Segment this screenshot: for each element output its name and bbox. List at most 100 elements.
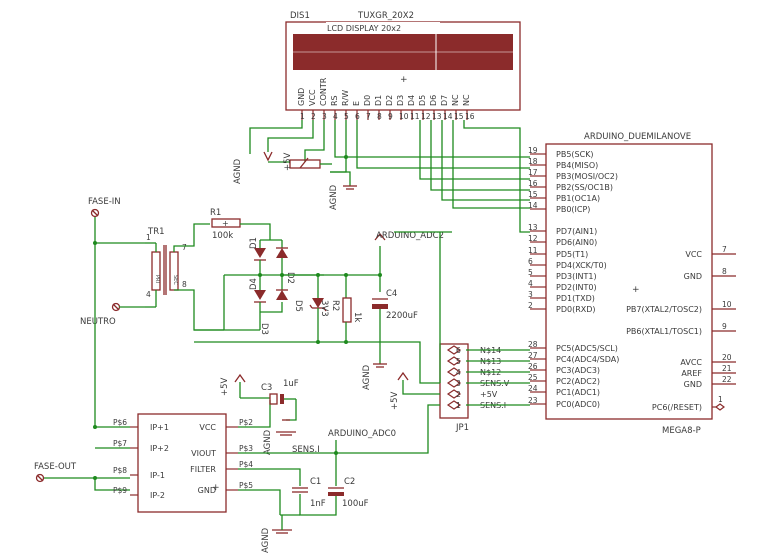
power-input: FASE-IN NEUTRO FASE-OUT — [34, 197, 145, 491]
arduino-pin-number: 26 — [528, 362, 538, 371]
arduino-pin-label: PD7(AIN1) — [556, 227, 597, 236]
c3-name: C3 — [261, 383, 272, 393]
arduino-pin-label: PD3(INT1) — [556, 272, 597, 281]
sensor-pin-label: VCC — [199, 423, 216, 432]
arduino-pin-number: 17 — [528, 168, 538, 177]
rail-agnd-label: AGND — [362, 364, 372, 390]
lcd-pin-number: 1 — [300, 112, 305, 121]
fase-in-terminal[interactable] — [90, 208, 100, 218]
current-sensor: + P$6IP+1P$7IP+2P$8IP-1P$9IP-2P$2VCCP$3V… — [113, 373, 396, 553]
lcd-pin-number: 3 — [322, 112, 327, 121]
jp1-pin-pad[interactable] — [446, 400, 462, 410]
sensor-pin-label: VIOUT — [191, 449, 216, 458]
lcd-pin-label: D0 — [363, 95, 372, 106]
lcd-pin-number: 9 — [388, 112, 393, 121]
sensor-pad: P$8 — [113, 466, 127, 475]
arduino-pin-label: GND — [684, 380, 702, 389]
sensor-pad: P$5 — [239, 481, 253, 490]
c3-value: 1uF — [283, 379, 299, 389]
arduino-pin-number: 14 — [528, 201, 538, 210]
r1-value: 100k — [212, 231, 233, 241]
jp1-pin-pad[interactable] — [446, 356, 462, 366]
resistor-r1: R1 + 100k — [210, 208, 271, 241]
arduino-pin-label: PB6(XTAL1/TOSC1) — [626, 327, 702, 336]
arduino-pin-number: 23 — [528, 396, 538, 405]
lcd-pin-number: 15 — [454, 112, 464, 121]
arduino-pin-label: PB2(SS/OC1B) — [556, 183, 613, 192]
svg-text:1: 1 — [146, 233, 151, 242]
r1-name: R1 — [210, 208, 221, 218]
lcd-pin-number: 13 — [432, 112, 442, 121]
arduino-pin-label: PC1(ADC1) — [556, 388, 600, 397]
svg-text:+: + — [400, 75, 408, 85]
lcd-pin-number: 8 — [377, 112, 382, 121]
arduino-pin-number: 20 — [722, 353, 732, 362]
lcd-agnd-label: AGND — [233, 158, 243, 184]
header-5v-label: +5V — [390, 391, 400, 410]
jp1-pin-number: 2 — [456, 390, 461, 399]
arduino-pin-number: 1 — [718, 395, 723, 404]
sensor-pin-label: GND — [198, 486, 216, 495]
arduino-pin-label: PD0(RXD) — [556, 305, 596, 314]
d5-value: 3V3 — [319, 300, 329, 317]
arduino-pin-label: PD6(AIN0) — [556, 238, 597, 247]
c1-value: 1nF — [310, 499, 326, 509]
svg-text:+: + — [222, 219, 229, 228]
d1-label: D1 — [249, 237, 259, 249]
jp1-pin-number: 5 — [456, 357, 461, 366]
lcd-pin-label: D5 — [418, 95, 427, 106]
lcd-pin-label: GND — [297, 88, 306, 106]
arduino-pin-label: GND — [684, 272, 702, 281]
svg-text:+: + — [212, 483, 220, 493]
lcd-pin-label: D3 — [396, 95, 405, 106]
arduino-pin-label: PB3(MOSI/OC2) — [556, 172, 618, 181]
lcd-title: LCD DISPLAY 20x2 — [327, 24, 401, 33]
jp1-pin-number: 3 — [456, 379, 461, 388]
arduino-pin-number: 13 — [528, 223, 538, 232]
jp1-pin-number: 6 — [456, 346, 461, 355]
arduino-pin-number: 6 — [528, 257, 533, 266]
sensor-pad: P$4 — [239, 460, 253, 469]
arduino-pin-label: PD5(T1) — [556, 250, 588, 259]
svg-text:4: 4 — [146, 290, 151, 299]
sensor-pin-label: IP-1 — [150, 471, 165, 480]
lcd-pin-number: 14 — [443, 112, 453, 121]
lcd-pin-label: RS — [330, 95, 339, 106]
sensor-pin-label: IP+1 — [150, 423, 169, 432]
arduino-pin-number: 16 — [528, 179, 538, 188]
jp1-pin-number: 4 — [456, 368, 461, 377]
r2-value: 1k — [352, 312, 362, 322]
arduino-pin-number: 18 — [528, 157, 538, 166]
pot-5v-label: +5V — [283, 152, 293, 171]
adc0-label: ARDUINO_ADC0 — [328, 429, 396, 439]
arduino-pin-number: 4 — [528, 279, 533, 288]
lcd-pin-label: D7 — [440, 95, 449, 106]
arduino-pin-number: 12 — [528, 234, 538, 243]
lcd-pin-label: NC — [462, 94, 471, 106]
lcd-pin-number: 10 — [399, 112, 409, 121]
tr1-name: TR1 — [147, 227, 165, 237]
jp1-pin-pad[interactable] — [446, 367, 462, 377]
lcd-value: TUXGR_20X2 — [357, 11, 414, 21]
svg-text:8: 8 — [182, 280, 187, 289]
jp1-pin-pad[interactable] — [446, 378, 462, 388]
fase-out-terminal[interactable] — [35, 473, 45, 483]
tr1-sec: SEC — [172, 275, 178, 285]
lcd-pin-number: 4 — [333, 112, 338, 121]
lcd-pin-label: D6 — [429, 95, 438, 106]
arduino-pin-label: PB1(OC1A) — [556, 194, 600, 203]
arduino-outline — [545, 143, 713, 420]
lcd-pin-label: R/W — [341, 90, 350, 106]
jp1-pin-pad[interactable] — [446, 345, 462, 355]
jp1-pin-pad[interactable] — [446, 389, 462, 399]
pot-agnd-label: AGND — [329, 184, 339, 210]
lcd-pin-label: E — [352, 101, 361, 106]
sensor-pad: P$6 — [113, 418, 127, 427]
arduino-pin-number: 22 — [722, 375, 732, 384]
header-5v: +5V — [336, 371, 440, 454]
d2-label: D2 — [285, 272, 295, 284]
